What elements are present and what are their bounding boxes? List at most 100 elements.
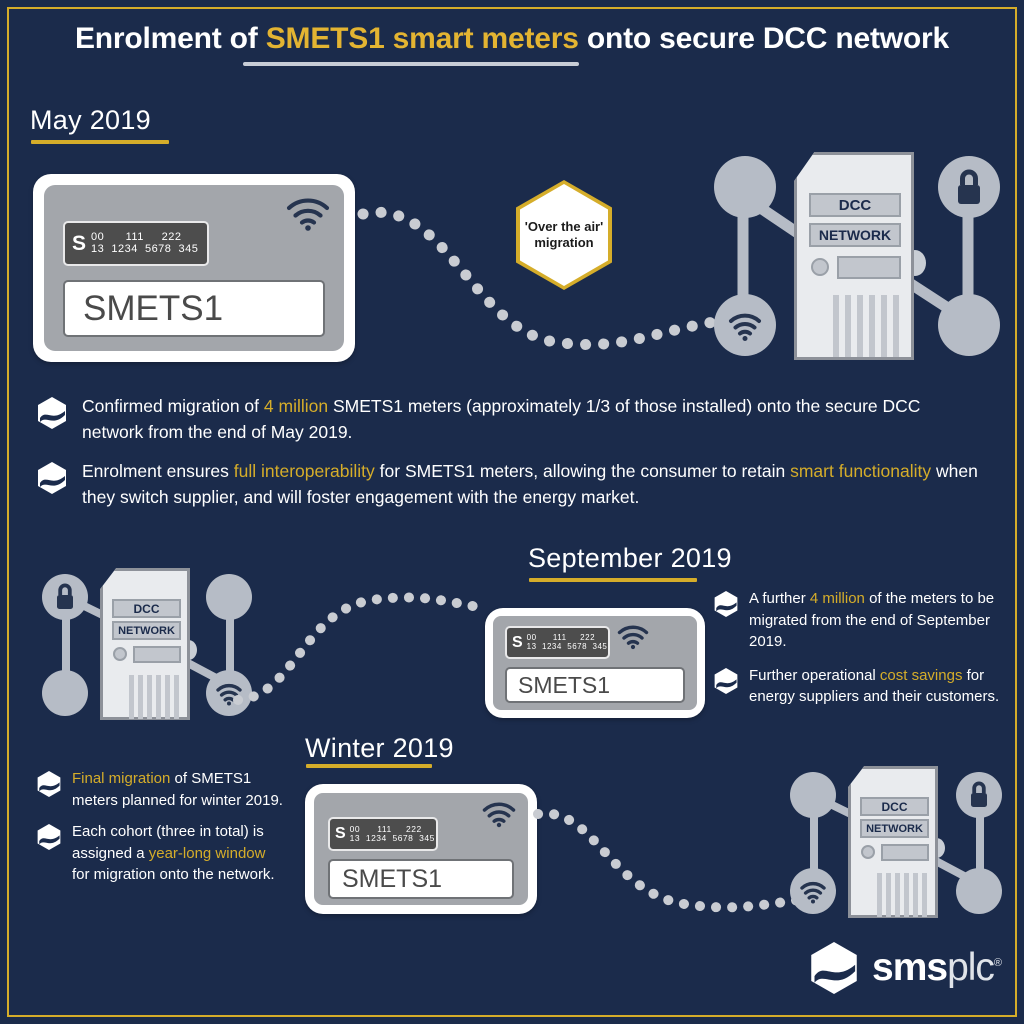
server-vent [893, 295, 899, 357]
bullet-text: Each cohort (three in total) is assigned… [72, 823, 275, 884]
smart-meter-device-may: S 00 111 222 13 1234 5678 345 SMETS1 [33, 174, 355, 362]
sms-hexagon-bullet-icon [36, 823, 62, 851]
server-vent [833, 295, 839, 357]
network-node [938, 294, 1000, 356]
server-vent [886, 873, 891, 917]
server-slot [881, 844, 929, 861]
server-knob [113, 647, 127, 661]
sms-plc-logo: smsplc® [808, 940, 1002, 996]
lcd-row-1: 00 111 222 [349, 823, 422, 834]
server-vent [869, 295, 875, 357]
heading-underline-september-2019 [529, 578, 697, 582]
bullet-item: A further 4 million of the meters to be … [713, 588, 1003, 653]
network-node-wifi [714, 294, 776, 356]
heading-underline-may-2019 [31, 140, 169, 144]
sms-hexagon-bullet-icon [36, 396, 68, 430]
server-label-network: NETWORK [860, 819, 929, 838]
migration-path-winter [532, 800, 822, 920]
server-label-dcc: DCC [112, 599, 181, 618]
bullet-item: Enrolment ensures full interoperability … [36, 459, 986, 510]
bullet-text: Final migration of SMETS1 meters planned… [72, 770, 283, 809]
server-knob [861, 845, 875, 859]
bullet-list-september: A further 4 million of the meters to be … [713, 588, 1003, 708]
lcd-row-1: 00 111 222 [526, 632, 596, 642]
title-underline [243, 62, 579, 66]
network-node [714, 156, 776, 218]
bullet-text: Confirmed migration of 4 million SMETS1 … [82, 396, 921, 442]
server-label-dcc: DCC [860, 797, 929, 816]
wifi-icon [800, 881, 826, 904]
dcc-network-server-september: DCC NETWORK [34, 564, 284, 724]
server-vent [922, 873, 927, 917]
dcc-network-server-winter: DCC NETWORK [784, 762, 1024, 922]
bullet-list-may: Confirmed migration of 4 million SMETS1 … [36, 394, 986, 510]
callout-line-1: 'Over the air' [524, 218, 604, 234]
lcd-row-2: 13 1234 5678 345 [526, 641, 608, 651]
meter-body: S 00 111 222 13 1234 5678 345 SMETS1 [314, 793, 528, 905]
network-node-lock [956, 772, 1002, 818]
sms-hexagon-bullet-icon [713, 667, 739, 695]
server-vent [147, 675, 152, 719]
server-vent [845, 295, 851, 357]
title-part-1: Enrolment of [74, 22, 266, 55]
smart-meter-device-september: S 00 111 222 13 1234 5678 345 SMETS1 [485, 608, 705, 718]
lock-icon [971, 781, 987, 807]
title-part-2: onto secure DCC network [578, 22, 949, 55]
heading-september-2019: September 2019 [528, 543, 732, 573]
bullet-item: Final migration of SMETS1 meters planned… [36, 768, 306, 811]
heading-winter-2019: Winter 2019 [305, 733, 454, 763]
server-slot [837, 256, 901, 279]
sms-hexagon-bullet-icon [36, 461, 68, 495]
lcd-prefix: S [335, 825, 346, 842]
wifi-icon [482, 801, 516, 828]
server-vent [857, 295, 863, 357]
lcd-prefix: S [72, 232, 87, 255]
server-tower: DCC NETWORK [794, 152, 914, 360]
meter-body: S 00 111 222 13 1234 5678 345 SMETS1 [44, 185, 344, 351]
lock-icon [57, 583, 73, 609]
title-highlight: SMETS1 smart meters [265, 22, 579, 55]
meter-lcd-display: S 00 111 222 13 1234 5678 345 [63, 221, 209, 266]
smart-meter-device-winter: S 00 111 222 13 1234 5678 345 SMETS1 [305, 784, 537, 914]
server-vent [138, 675, 143, 719]
network-node-wifi [790, 868, 836, 914]
lcd-numbers: 00 111 222 13 1234 5678 345 [349, 823, 435, 843]
server-slot [133, 646, 181, 663]
lock-icon [958, 169, 980, 204]
server-label-network: NETWORK [809, 223, 901, 247]
server-vent [156, 675, 161, 719]
server-label-dcc: DCC [809, 193, 901, 217]
network-node-wifi [206, 670, 252, 716]
lcd-numbers: 00 111 222 13 1234 5678 345 [91, 230, 198, 256]
server-vent [165, 675, 170, 719]
wifi-icon [216, 683, 242, 706]
server-tower: DCC NETWORK [100, 568, 190, 720]
wifi-icon [617, 624, 649, 650]
registered-trademark-symbol: ® [993, 957, 1002, 969]
logo-plc: plc [947, 946, 995, 989]
lcd-row-1: 00 111 222 [91, 230, 182, 243]
bullet-text: A further 4 million of the meters to be … [749, 590, 995, 651]
server-vent [904, 873, 909, 917]
network-node-lock [42, 574, 88, 620]
server-vent [881, 295, 887, 357]
logo-sms: sms [872, 946, 948, 989]
bullet-text: Further operational cost savings for ene… [749, 666, 1000, 706]
meter-lcd-display: S 00 111 222 13 1234 5678 345 [328, 817, 438, 851]
wifi-icon [729, 313, 761, 341]
network-node [956, 868, 1002, 914]
server-vent [913, 873, 918, 917]
network-node [206, 574, 252, 620]
server-vent [877, 873, 882, 917]
lcd-numbers: 00 111 222 13 1234 5678 345 [526, 632, 608, 651]
sms-hexagon-bullet-icon [713, 590, 739, 618]
meter-lcd-display: S 00 111 222 13 1234 5678 345 [505, 626, 610, 659]
sms-hexagon-bullet-icon [36, 770, 62, 798]
network-node [790, 772, 836, 818]
meter-model-label: SMETS1 [63, 280, 325, 337]
lcd-row-2: 13 1234 5678 345 [349, 833, 435, 843]
callout-inner: 'Over the air' migration [520, 184, 608, 286]
meter-model-label: SMETS1 [328, 859, 514, 899]
network-node-lock [938, 156, 1000, 218]
network-node [42, 670, 88, 716]
